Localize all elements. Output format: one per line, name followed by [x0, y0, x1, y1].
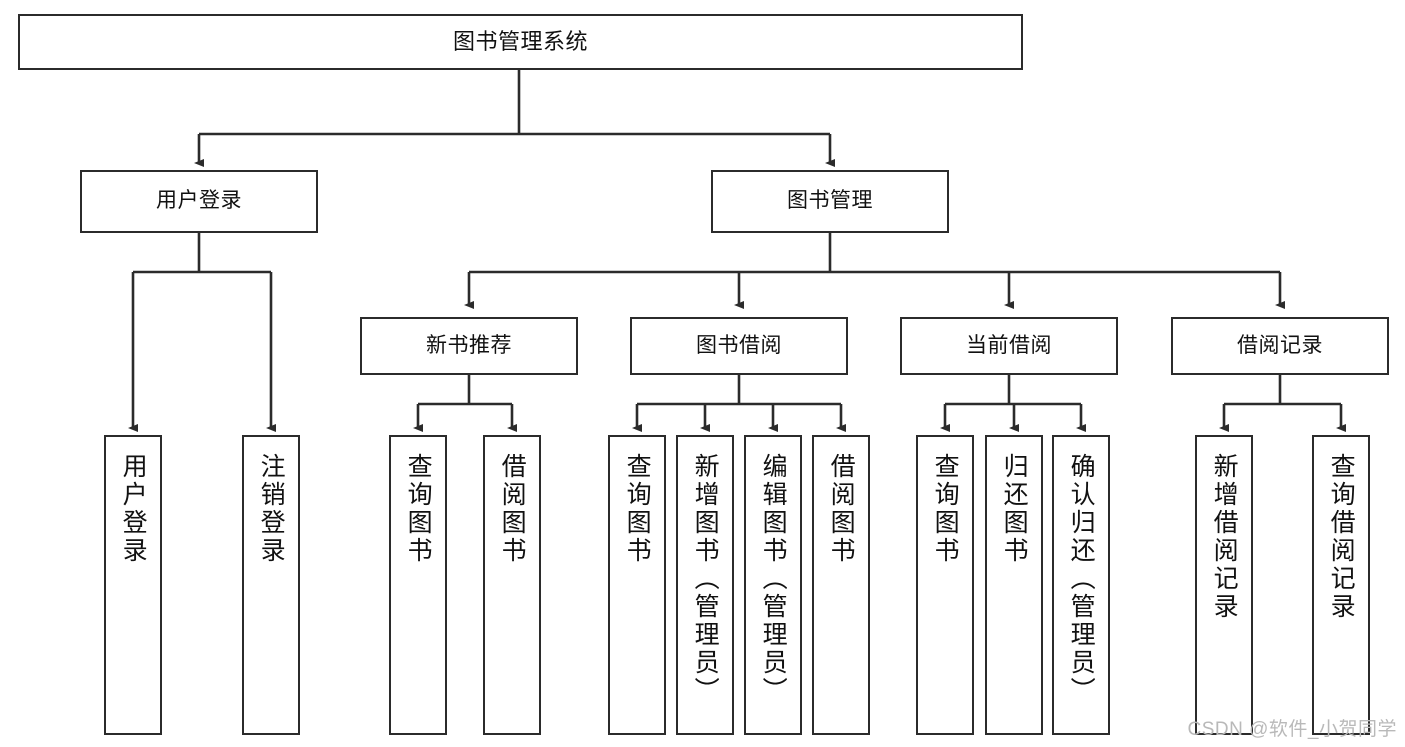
- node-new-book-recommend[interactable]: 新书推荐: [360, 317, 578, 375]
- node-book-borrow-label: 图书借阅: [696, 333, 782, 357]
- leaf-query-borrow-record[interactable]: 查询借阅记录: [1312, 435, 1370, 735]
- leaf-logout-login-label: 注销登录: [257, 453, 286, 565]
- leaf-query-book-1[interactable]: 查询图书: [389, 435, 447, 735]
- node-book-manage-label: 图书管理: [787, 189, 873, 213]
- leaf-borrow-book-1[interactable]: 借阅图书: [483, 435, 541, 735]
- leaf-confirm-return-admin[interactable]: 确认归还（管理员）: [1052, 435, 1110, 735]
- node-root-label: 图书管理系统: [452, 29, 588, 55]
- node-book-manage[interactable]: 图书管理: [711, 170, 949, 233]
- leaf-logout-login[interactable]: 注销登录: [242, 435, 300, 735]
- node-root[interactable]: 图书管理系统: [18, 14, 1023, 70]
- node-user-login[interactable]: 用户登录: [80, 170, 318, 233]
- leaf-confirm-return-admin-label: 确认归还（管理员）: [1067, 453, 1096, 705]
- leaf-borrow-book-2-label: 借阅图书: [827, 453, 856, 565]
- leaf-edit-book-admin-label: 编辑图书（管理员）: [759, 453, 788, 705]
- leaf-add-book-admin-label: 新增图书（管理员）: [691, 453, 720, 705]
- leaf-query-book-3[interactable]: 查询图书: [916, 435, 974, 735]
- leaf-add-borrow-record-label: 新增借阅记录: [1210, 453, 1239, 621]
- node-book-borrow[interactable]: 图书借阅: [630, 317, 848, 375]
- leaf-query-book-3-label: 查询图书: [931, 453, 960, 565]
- node-borrow-record[interactable]: 借阅记录: [1171, 317, 1389, 375]
- leaf-borrow-book-1-label: 借阅图书: [498, 453, 527, 565]
- leaf-user-login-label: 用户登录: [119, 453, 148, 565]
- leaf-query-book-1-label: 查询图书: [404, 453, 433, 565]
- leaf-user-login[interactable]: 用户登录: [104, 435, 162, 735]
- node-current-borrow-label: 当前借阅: [966, 333, 1052, 357]
- leaf-query-book-2[interactable]: 查询图书: [608, 435, 666, 735]
- leaf-add-borrow-record[interactable]: 新增借阅记录: [1195, 435, 1253, 735]
- leaf-query-borrow-record-label: 查询借阅记录: [1327, 453, 1356, 621]
- leaf-add-book-admin[interactable]: 新增图书（管理员）: [676, 435, 734, 735]
- node-new-book-recommend-label: 新书推荐: [426, 333, 512, 357]
- leaf-edit-book-admin[interactable]: 编辑图书（管理员）: [744, 435, 802, 735]
- node-borrow-record-label: 借阅记录: [1237, 333, 1323, 357]
- csdn-watermark: CSDN @软件_小贺同学: [1187, 719, 1397, 740]
- node-user-login-label: 用户登录: [156, 189, 242, 213]
- leaf-query-book-2-label: 查询图书: [623, 453, 652, 565]
- leaf-return-book[interactable]: 归还图书: [985, 435, 1043, 735]
- leaf-return-book-label: 归还图书: [1000, 453, 1029, 565]
- node-current-borrow[interactable]: 当前借阅: [900, 317, 1118, 375]
- leaf-borrow-book-2[interactable]: 借阅图书: [812, 435, 870, 735]
